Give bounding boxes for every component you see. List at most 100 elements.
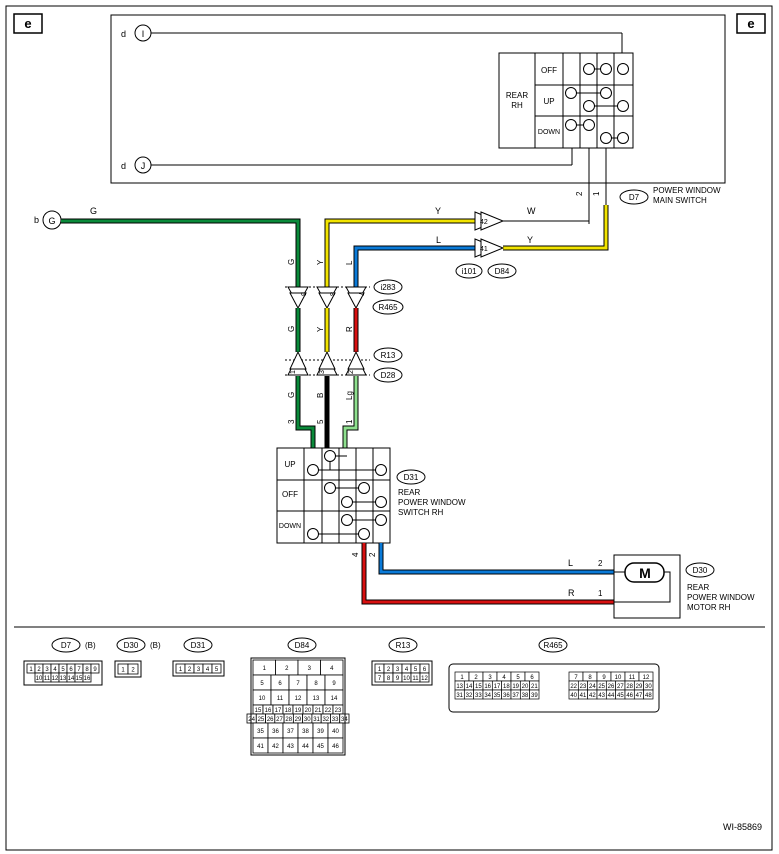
rear-switch-title-line2: POWER WINDOW: [398, 498, 466, 507]
connector-pin: 6: [278, 681, 282, 687]
wire-label-y-col: Y: [316, 259, 325, 265]
connector-pin: 13: [456, 684, 463, 690]
rear-switch-tag-label: D31: [404, 473, 419, 482]
connector-pin: 20: [522, 684, 529, 690]
wire-label-b-low: B: [316, 393, 325, 398]
connector-pin: 9: [602, 675, 606, 681]
connector-pin: 22: [325, 708, 332, 714]
connector-pin: 18: [503, 684, 510, 690]
connector-pin: 11: [412, 676, 419, 682]
connector-pin: 8: [387, 676, 391, 682]
main-switch-pin-2: 2: [575, 191, 584, 196]
connector-pin: 25: [258, 717, 265, 723]
connector-pin: 6: [423, 667, 427, 673]
connector-pin: 1: [460, 675, 464, 681]
connector-pin: 12: [52, 676, 59, 682]
wire-label-y: Y: [435, 206, 441, 216]
connector-pin: 11: [277, 696, 284, 702]
junction-d84-pin-42: 42: [480, 219, 488, 226]
connector-pin: 28: [285, 717, 292, 723]
connector-pin: 2: [474, 675, 478, 681]
connector-pin: 45: [617, 693, 624, 699]
connector-pin: 10: [615, 675, 622, 681]
connector-pin: 15: [255, 708, 262, 714]
connector-pin: 19: [295, 708, 302, 714]
connector-pin: 29: [636, 684, 643, 690]
wire-label-l-col: L: [345, 260, 354, 265]
connector-pin: 37: [512, 693, 519, 699]
connector-view-tag: R13: [396, 641, 411, 650]
page-marker-left: e: [13, 13, 43, 34]
connector-pin: 43: [287, 744, 294, 750]
connector-d-bottom-icon: J: [141, 161, 146, 171]
connector-pin: 1: [378, 667, 382, 673]
connector-pin: 25: [598, 684, 605, 690]
connector-pin: 21: [315, 708, 322, 714]
connector-pin: 29: [295, 717, 302, 723]
connector-pin: 47: [636, 693, 643, 699]
connector-pin: 17: [494, 684, 501, 690]
connector-pin: 11: [44, 676, 51, 682]
main-switch-pin-1: 1: [592, 191, 601, 196]
connector-pin: 2: [188, 667, 192, 673]
connector-pin: 7: [77, 667, 81, 673]
rear-switch-pin-5: 5: [316, 419, 325, 424]
page-marker-left-label: e: [24, 16, 31, 31]
rear-switch-pin-1: 1: [345, 419, 354, 424]
connector-pin: 37: [287, 729, 294, 735]
motor-title-line2: POWER WINDOW: [687, 593, 755, 602]
connector-pin: 2: [37, 667, 41, 673]
connector-pin: 10: [403, 676, 410, 682]
connector-d-bottom: d J: [121, 148, 573, 174]
rear-switch-pos-off: OFF: [282, 490, 298, 499]
main-switch-title-line2: MAIN SWITCH: [653, 196, 707, 205]
connector-pin: 9: [93, 667, 97, 673]
connector-pin: 46: [626, 693, 633, 699]
main-switch-enclosure: [110, 14, 726, 184]
motor-title-line3: MOTOR RH: [687, 603, 731, 612]
junction-lower-pin-1: 1: [290, 370, 297, 374]
figure-id: WI-85869: [723, 822, 762, 832]
main-switch-label-line2: RH: [511, 101, 523, 110]
connector-pin: 6: [530, 675, 534, 681]
connector-pin: 10: [36, 676, 43, 682]
motor-title-line1: REAR: [687, 583, 709, 592]
wire-label-w: W: [527, 206, 536, 216]
connector-pin: 34: [484, 693, 491, 699]
junction-upper-pin-8: 8: [328, 292, 335, 296]
connector-pin: 12: [643, 675, 650, 681]
connector-pin: 13: [60, 676, 67, 682]
connector-pin: 4: [53, 667, 57, 673]
connector-pin: 3: [197, 667, 201, 673]
connector-pin: 46: [332, 744, 339, 750]
connector-pin: 22: [570, 684, 577, 690]
connector-pin: 15: [475, 684, 482, 690]
connector-pin: 40: [570, 693, 577, 699]
connector-pin: 40: [332, 729, 339, 735]
connector-pin: 5: [516, 675, 520, 681]
rear-switch-pin-2: 2: [368, 552, 377, 557]
junction-upper-pin-7: 7: [357, 292, 364, 296]
junction-lower-tag-r13: R13: [381, 351, 396, 360]
wire-green-lower: [295, 376, 316, 448]
junction-d84: 42 41 i101 D84: [455, 211, 517, 279]
connector-pin: 5: [260, 681, 264, 687]
main-switch-label-line1: REAR: [506, 91, 528, 100]
connector-b-icon: G: [48, 216, 55, 226]
motor-pin-1: 1: [598, 589, 603, 598]
connector-pin: 1: [179, 667, 183, 673]
connector-pin: 4: [206, 667, 210, 673]
connector-pin: 33: [475, 693, 482, 699]
page-marker-right: e: [736, 13, 766, 34]
connector-pin: 36: [272, 729, 279, 735]
connector-pin: 38: [302, 729, 309, 735]
connector-pin: 2: [131, 668, 135, 674]
connector-pin: 30: [645, 684, 652, 690]
rear-switch-title-line3: SWITCH RH: [398, 508, 444, 517]
wire-lightgreen-lower: [342, 376, 359, 448]
